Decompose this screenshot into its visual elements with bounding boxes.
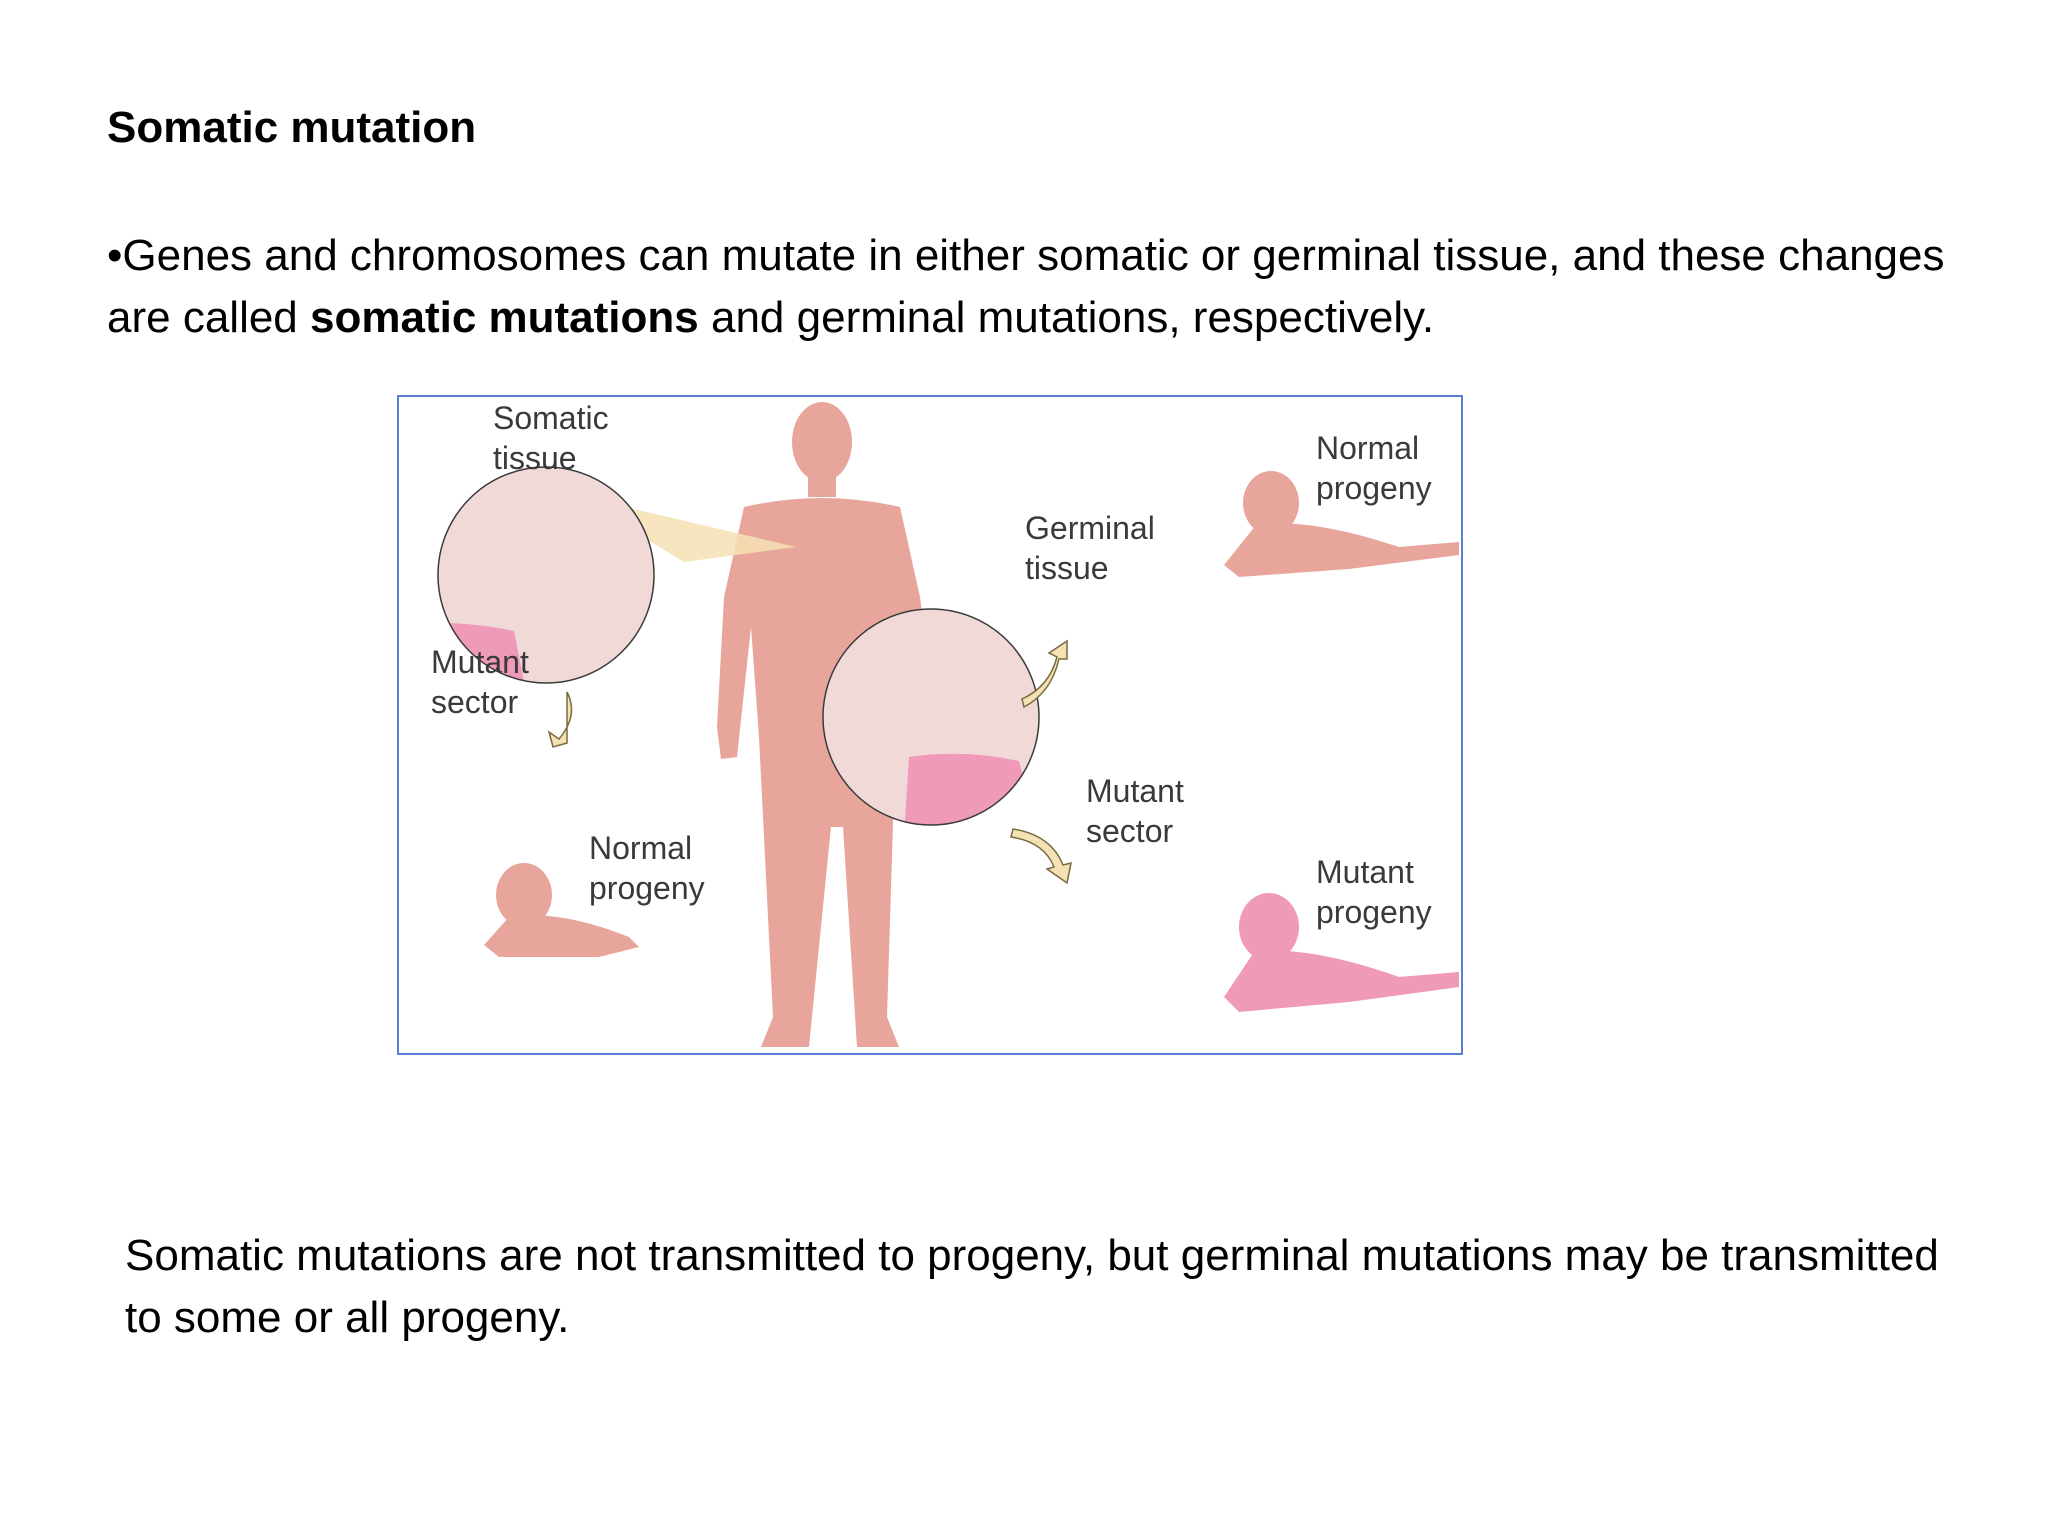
label-mutant-progeny-line2: progeny <box>1316 894 1432 930</box>
label-mutant-progeny-line1: Mutant <box>1316 854 1414 890</box>
mutant-progeny-baby <box>1224 893 1459 1012</box>
label-normal-progeny-left-line2: progeny <box>589 870 705 906</box>
bullet-text-bold: somatic mutations <box>310 293 699 342</box>
bullet-marker: • <box>107 231 123 280</box>
label-germinal-tissue-line1: Germinal <box>1025 510 1155 546</box>
mutation-diagram: Somatic tissue Germinal tissue Mutant se… <box>397 395 1463 1055</box>
slide-title: Somatic mutation <box>107 103 477 152</box>
footer-paragraph: Somatic mutations are not transmitted to… <box>125 1231 1939 1342</box>
normal-progeny-baby-left <box>484 863 639 957</box>
label-mutant-sector-left-line2: sector <box>431 684 518 720</box>
label-normal-progeny-right-line1: Normal <box>1316 430 1419 466</box>
label-germinal-tissue-line2: tissue <box>1025 550 1109 586</box>
label-mutant-sector-right-line1: Mutant <box>1086 773 1184 809</box>
arrow-down-right <box>1010 828 1072 885</box>
normal-progeny-baby-right <box>1224 471 1459 577</box>
label-somatic-tissue-line2: tissue <box>493 440 577 476</box>
bullet-text-part2: and germinal mutations, respectively. <box>698 293 1435 342</box>
label-mutant-sector-left-line1: Mutant <box>431 644 529 680</box>
bullet-paragraph: •Genes and chromosomes can mutate in eit… <box>107 225 1967 349</box>
label-normal-progeny-left-line1: Normal <box>589 830 692 866</box>
arrow-up-right <box>1021 639 1068 709</box>
arrow-left-down <box>547 691 573 748</box>
bullet-text-part1: Genes and chromosomes can mutate in eith… <box>107 231 1945 342</box>
label-mutant-sector-right-line2: sector <box>1086 813 1173 849</box>
label-normal-progeny-right-line2: progeny <box>1316 470 1432 506</box>
label-somatic-tissue-line1: Somatic <box>493 400 609 436</box>
